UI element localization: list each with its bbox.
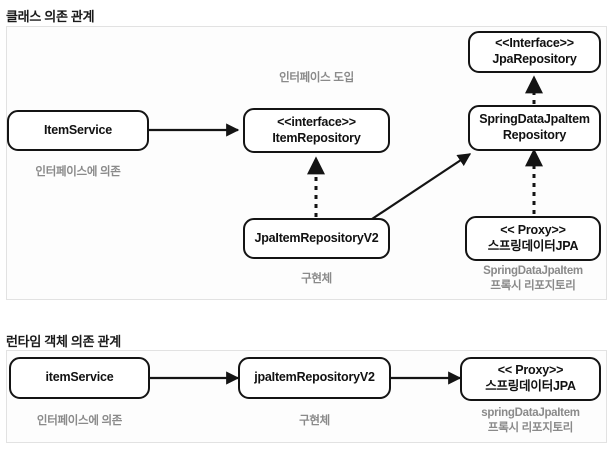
node-jpa-item-repository-v2[interactable]: JpaItemRepositoryV2 bbox=[243, 218, 390, 259]
section-title-class-dependency: 클래스 의존 관계 bbox=[6, 9, 95, 24]
caption-implementation-runtime: 구현체 bbox=[299, 415, 330, 427]
caption-interface-dependency: 인터페이스에 의존 bbox=[35, 166, 121, 178]
node-item-repository-interface[interactable]: <<interface>> ItemRepository bbox=[243, 108, 390, 153]
node-spring-data-jpa-item-repository[interactable]: SpringDataJpaItem Repository bbox=[468, 105, 601, 151]
node-spring-data-jpa-proxy[interactable]: << Proxy>> 스프링데이터JPA bbox=[465, 216, 601, 261]
node-jpa-repository-interface[interactable]: <<Interface>> JpaRepository bbox=[468, 31, 601, 73]
caption-implementation: 구현체 bbox=[301, 273, 332, 285]
node-spring-data-jpa-proxy-instance[interactable]: << Proxy>> 스프링데이터JPA bbox=[460, 357, 601, 401]
node-item-service[interactable]: ItemService bbox=[7, 110, 149, 151]
caption-interface-dependency-runtime: 인터페이스에 의존 bbox=[36, 415, 123, 427]
caption-interface-introduction: 인터페이스 도입 bbox=[279, 72, 354, 84]
section-title-runtime-dependency: 런타임 객체 의존 관계 bbox=[6, 334, 121, 349]
caption-proxy-repository: SpringDataJpaItem 프록시 리포지토리 bbox=[483, 265, 583, 292]
node-item-service-instance[interactable]: itemService bbox=[9, 357, 150, 399]
caption-proxy-repository-runtime: springDataJpaItem 프록시 리포지토리 bbox=[481, 407, 580, 434]
node-jpa-item-repository-v2-instance[interactable]: jpaItemRepositoryV2 bbox=[238, 357, 391, 399]
